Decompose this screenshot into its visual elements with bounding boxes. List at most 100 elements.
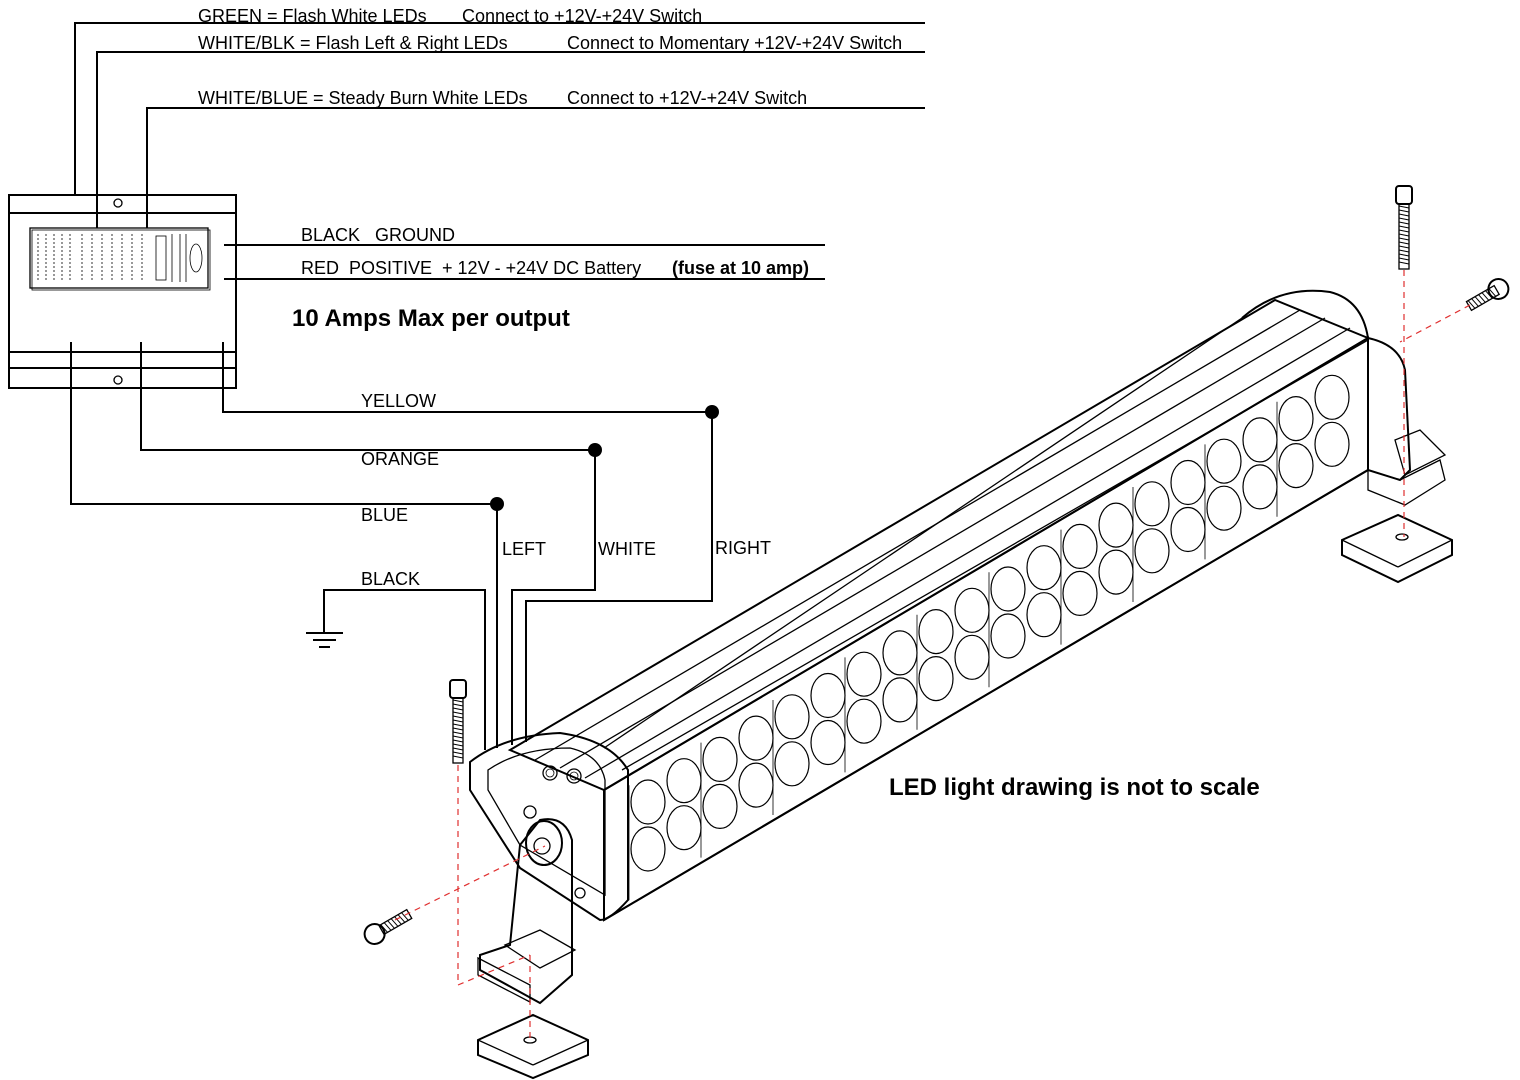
- wire-black-ground-symbol: [306, 589, 486, 750]
- led-lens: [810, 719, 846, 766]
- fuse-note: (fuse at 10 amp): [672, 258, 809, 278]
- wire-white-blk: [96, 51, 925, 228]
- wire-white-blue: [146, 107, 925, 228]
- bolt-thread: [1471, 298, 1479, 307]
- bolt-thread: [1398, 253, 1410, 257]
- side-bolt-left: [363, 908, 413, 945]
- white-blk-wire-label: WHITE/BLK = Flash Left & Right LEDs: [198, 33, 508, 53]
- bolt-thread: [452, 755, 464, 759]
- bolt-thread: [380, 924, 388, 933]
- mount-bolt-right-vertical: [1395, 185, 1413, 270]
- led-lens: [666, 805, 702, 851]
- green-wire-note: Connect to +12V-+24V Switch: [462, 6, 702, 26]
- bolt-thread: [1485, 290, 1493, 299]
- bolt-thread: [1467, 300, 1476, 309]
- led-lens: [954, 587, 990, 633]
- orange-wire-label: ORANGE: [361, 449, 439, 469]
- led-lens: [882, 630, 918, 676]
- bolt-thread: [1488, 288, 1497, 297]
- led-lens: [918, 608, 954, 655]
- ground-wire-label: BLACK GROUND: [301, 225, 455, 245]
- led-lens: [1026, 592, 1062, 638]
- led-lens: [1098, 502, 1134, 548]
- bolt-thread: [1398, 217, 1410, 221]
- led-lens: [1206, 485, 1242, 531]
- bolt-thread: [452, 739, 464, 743]
- led-lens: [1314, 374, 1350, 420]
- green-wire-label: GREEN = Flash White LEDs: [198, 6, 427, 26]
- white-blue-wire-note: Connect to +12V-+24V Switch: [567, 88, 807, 108]
- bolt-thread: [452, 703, 464, 707]
- bolt-thread: [452, 699, 464, 703]
- bolt-thread: [383, 922, 392, 931]
- black-wire-label: BLACK: [361, 569, 420, 589]
- amps-max-note: 10 Amps Max per output: [292, 305, 570, 332]
- bolt-thread: [397, 914, 406, 923]
- bolt-thread: [452, 743, 464, 747]
- led-lens: [1242, 464, 1278, 510]
- bolt-thread: [1398, 241, 1410, 245]
- led-lens: [774, 694, 810, 740]
- positive-wire-label: RED POSITIVE + 12V - +24V DC Battery: [301, 258, 641, 278]
- led-lens: [630, 826, 666, 872]
- white-wire-label: WHITE: [598, 539, 656, 559]
- bolt-thread: [452, 715, 464, 719]
- bolt-thread: [452, 747, 464, 751]
- bolt-thread: [1398, 237, 1410, 241]
- bolt-thread: [1398, 225, 1410, 229]
- blue-wire-label: BLUE: [361, 505, 408, 525]
- controller-label-plate: [29, 227, 211, 291]
- led-lens: [1278, 396, 1314, 442]
- led-lens: [954, 634, 990, 680]
- led-lens: [1062, 523, 1098, 570]
- white-blk-wire-note: Connect to Momentary +12V-+24V Switch: [567, 33, 902, 53]
- led-lens: [846, 651, 882, 697]
- mount-plate-left: [477, 1013, 589, 1080]
- led-lens: [1314, 421, 1350, 467]
- bolt-thread: [401, 912, 409, 921]
- led-lens: [1098, 549, 1134, 595]
- bolt-thread: [452, 731, 464, 735]
- mount-plate-right: [1341, 513, 1453, 584]
- led-lens: [846, 698, 882, 744]
- led-lens: [630, 779, 666, 825]
- left-wire-label: LEFT: [502, 539, 546, 559]
- bolt-thread: [452, 735, 464, 739]
- led-lens: [1134, 481, 1170, 527]
- bolt-thread: [452, 711, 464, 715]
- led-lens: [1134, 528, 1170, 574]
- bolt-thread: [452, 707, 464, 711]
- wire-yellow: [222, 342, 719, 742]
- led-lens: [918, 655, 954, 702]
- scale-note: LED light drawing is not to scale: [889, 774, 1260, 801]
- yellow-wire-label: YELLOW: [361, 391, 436, 411]
- led-lens: [702, 783, 738, 830]
- led-lens: [1026, 545, 1062, 591]
- led-lens: [1242, 417, 1278, 463]
- right-wire-label: RIGHT: [715, 538, 771, 558]
- wire-blue: [70, 342, 504, 748]
- bolt-thread: [1398, 233, 1410, 237]
- bolt-thread: [452, 723, 464, 727]
- bolt-thread: [1398, 221, 1410, 225]
- bolt-thread: [1398, 245, 1410, 249]
- bolt-thread: [1398, 257, 1410, 261]
- bolt-thread: [1481, 292, 1490, 301]
- bolt-thread: [1398, 205, 1410, 209]
- bolt-thread: [1398, 213, 1410, 217]
- led-lens-array: [628, 374, 1350, 901]
- led-lens: [1206, 438, 1242, 484]
- bolt-thread: [390, 918, 399, 927]
- led-lens: [1062, 570, 1098, 617]
- bolt-thread: [1398, 209, 1410, 213]
- led-light-bar: [469, 289, 1447, 1005]
- led-lens: [738, 715, 774, 761]
- led-lens: [702, 736, 738, 783]
- led-lens: [666, 758, 702, 804]
- bolt-thread: [387, 920, 395, 929]
- led-lens: [990, 566, 1026, 612]
- side-bolt-right: [1465, 278, 1510, 312]
- bolt-thread: [1398, 229, 1410, 233]
- bolt-thread: [394, 916, 402, 925]
